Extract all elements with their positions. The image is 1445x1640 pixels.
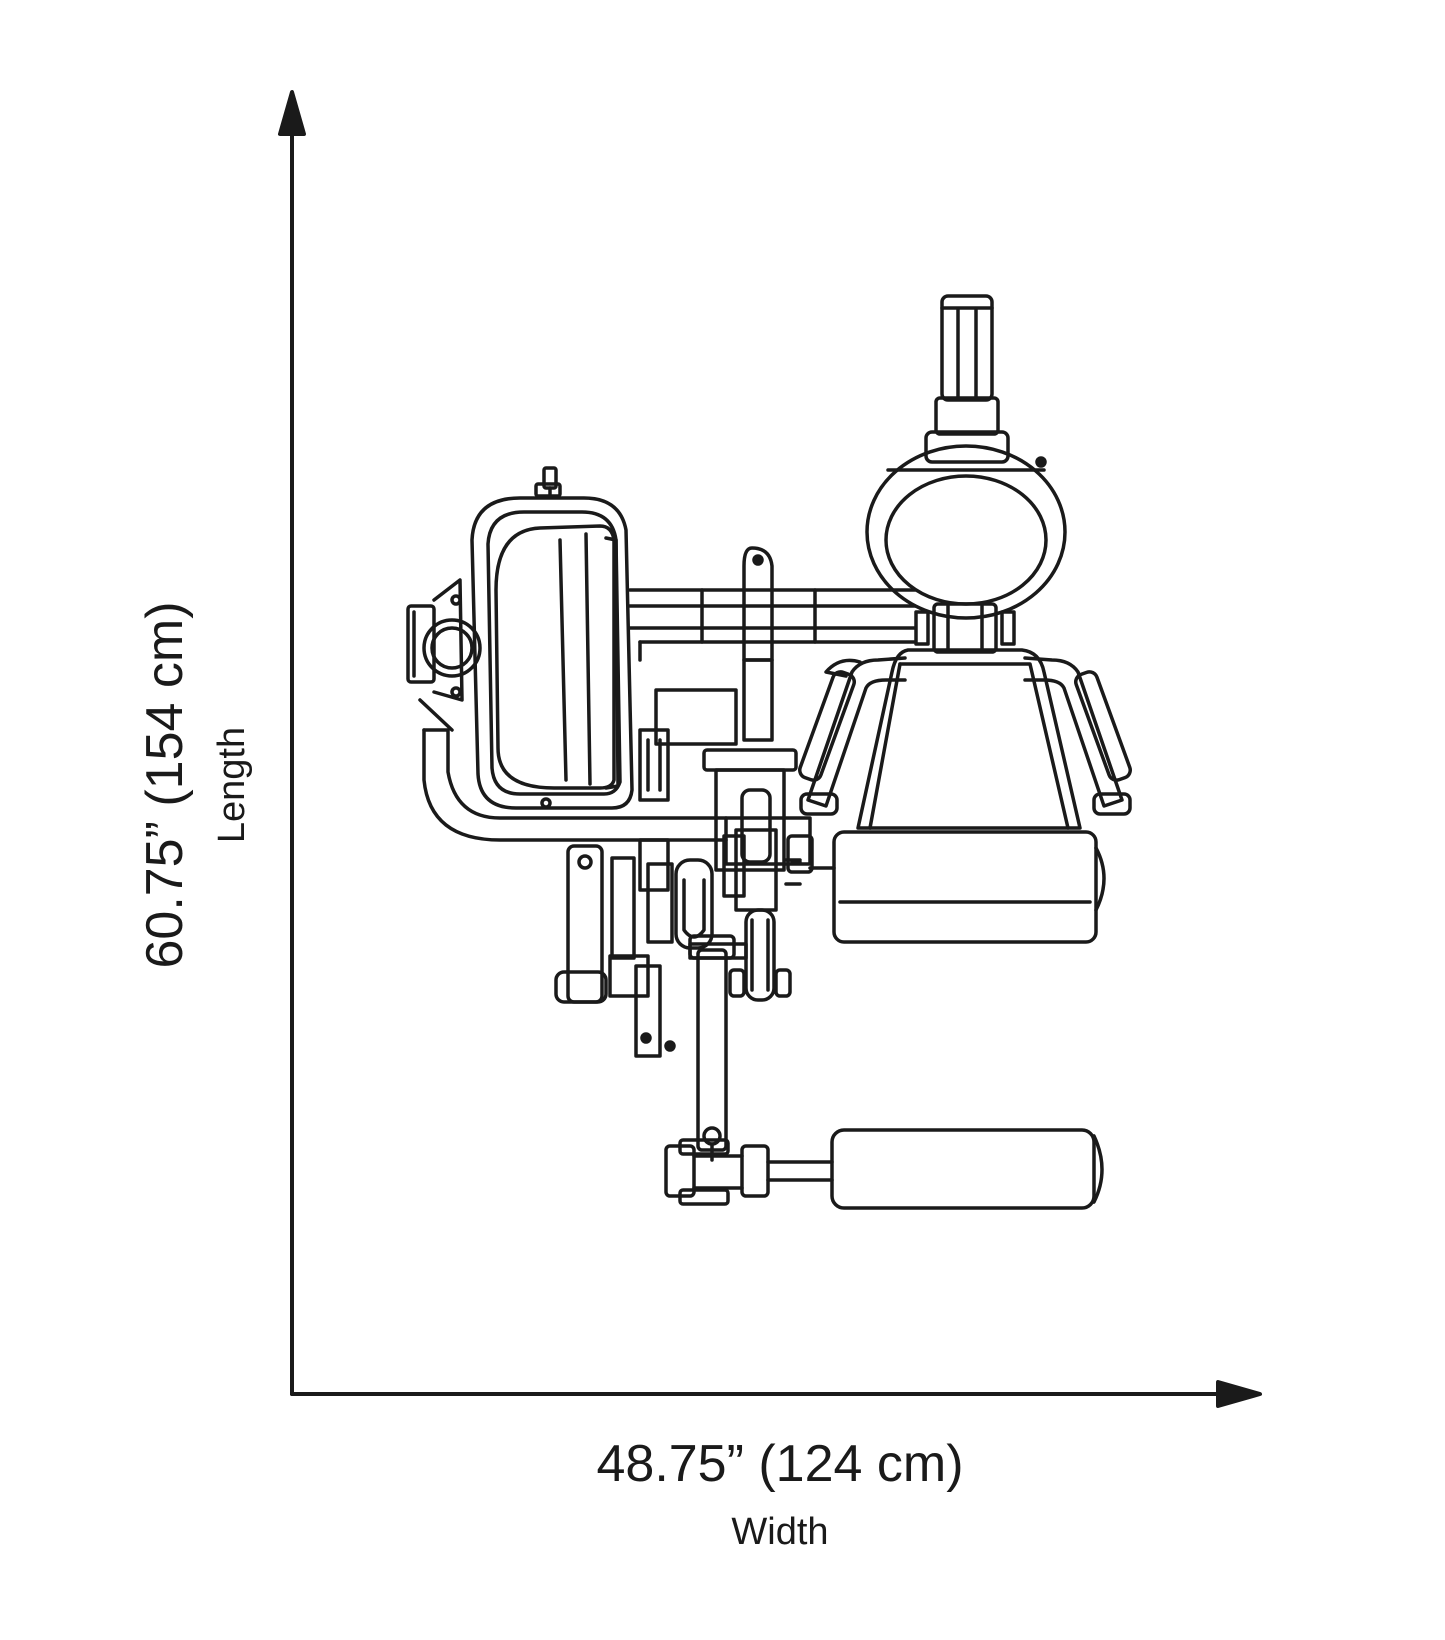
pivot-assembly bbox=[702, 546, 802, 1002]
dimension-axes bbox=[278, 90, 1262, 1408]
cam-housing bbox=[470, 466, 634, 810]
seat-pad bbox=[856, 648, 1082, 830]
length-caption: Length bbox=[211, 726, 253, 844]
right-handle bbox=[1023, 656, 1124, 808]
width-axis-arrowhead bbox=[1216, 1380, 1262, 1408]
housing-bracket bbox=[406, 578, 482, 702]
pin-column bbox=[940, 294, 994, 402]
width-caption: Width bbox=[731, 1511, 829, 1553]
length-dimension-label: 60.75” (154 cm) bbox=[136, 601, 194, 969]
back-pad-outer bbox=[865, 444, 1067, 620]
upper-roller-pad bbox=[786, 830, 1106, 944]
pulley-stack bbox=[554, 688, 748, 1058]
width-dimension-label: 48.75” (124 cm) bbox=[596, 1435, 964, 1493]
back-pad-assembly bbox=[865, 294, 1067, 654]
lower-roller-pad bbox=[664, 1128, 1104, 1210]
base-frame-tube bbox=[418, 698, 728, 842]
seat-assembly bbox=[798, 648, 1132, 830]
arm-pivot-base bbox=[722, 816, 812, 898]
back-pad-inner bbox=[884, 474, 1048, 606]
left-handle bbox=[806, 656, 907, 808]
seat-post bbox=[932, 602, 998, 654]
leg-arm bbox=[688, 934, 736, 1162]
length-axis-arrowhead bbox=[278, 90, 306, 136]
